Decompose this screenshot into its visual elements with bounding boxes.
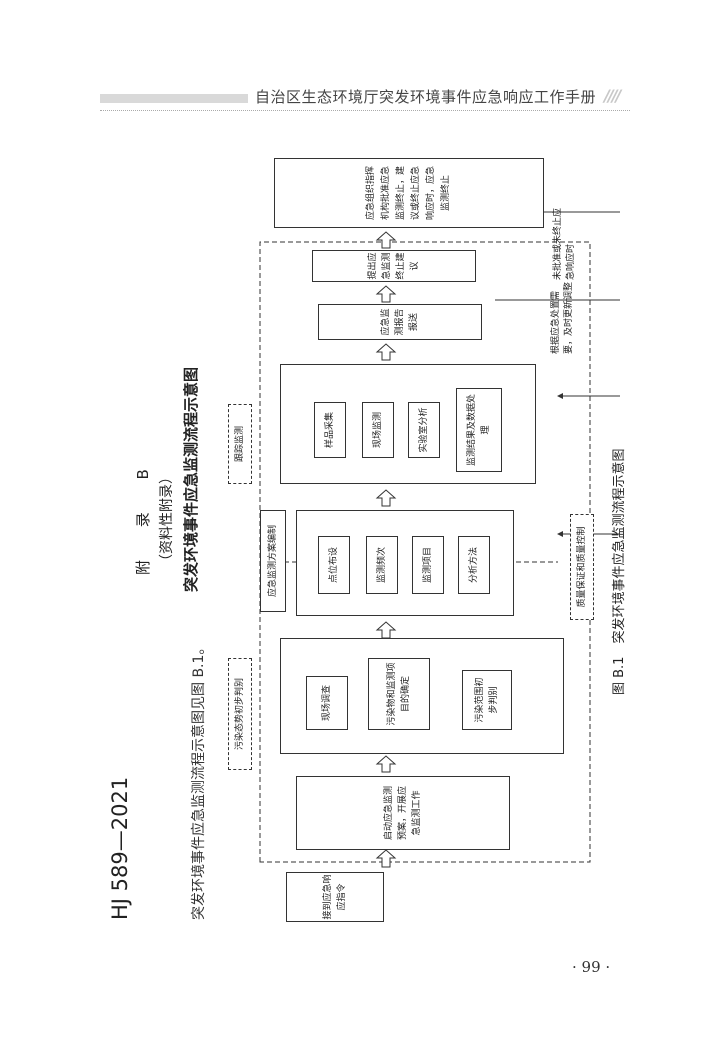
box-pollutant-target: 污染物和监测项目的确定	[368, 658, 430, 730]
box-site-survey: 现场调查	[306, 676, 348, 730]
header-bar	[100, 94, 248, 103]
box-monitor-frequency: 监测频次	[366, 536, 398, 594]
box-analysis-method: 分析方法	[458, 536, 490, 594]
box-monitor-items: 监测项目	[412, 536, 444, 594]
box-lab-analysis: 实验室分析	[408, 402, 440, 458]
label-qa-qc: 质量保证和质量控制	[570, 514, 594, 620]
box-data-processing: 监测结果及数据处理	[456, 388, 502, 472]
box-terminate-suggest: 提出应急监测终止建议	[312, 250, 476, 282]
box-sampling: 样品采集	[314, 402, 346, 458]
box-final: 应急组织指挥机构批准应急监测终止，建议或终止应急响应时，应急监测终止	[274, 158, 544, 228]
box-report: 应急监测报告报送	[318, 304, 482, 340]
box-start: 接到应急响应指令	[286, 872, 384, 922]
rotated-page-content: HJ 589—2021 突发环境事件应急监测流程示意图见图 B.1。 附 录 B…	[100, 60, 627, 922]
header-rule	[100, 110, 630, 111]
box-launch: 启动应急监测预案，开展应急监测工作	[296, 776, 510, 850]
label-tracking: 跟踪监测	[228, 404, 252, 484]
box-field-monitor: 现场监测	[362, 402, 394, 458]
page-number: · 99 ·	[572, 958, 611, 976]
label-plan: 应急监测方案编制	[260, 510, 286, 612]
running-header-title: 自治区生态环境厅突发环境事件应急响应工作手册	[255, 88, 597, 106]
note-not-approved: 未批准或未终止应急响应时	[553, 207, 576, 280]
header-slashes: ////	[604, 86, 621, 105]
box-pollution-scope: 污染范围初步判别	[462, 670, 512, 730]
label-prelim-judgment: 污染态势初步判别	[228, 658, 252, 770]
note-adjust: 根据应急处置需要，及时更新调整	[551, 281, 574, 354]
flowchart: 接到应急响应指令 启动应急监测预案，开展应急监测工作 现场调查 污染物和监测项目…	[100, 60, 620, 922]
box-point-layout: 点位布设	[318, 536, 350, 594]
